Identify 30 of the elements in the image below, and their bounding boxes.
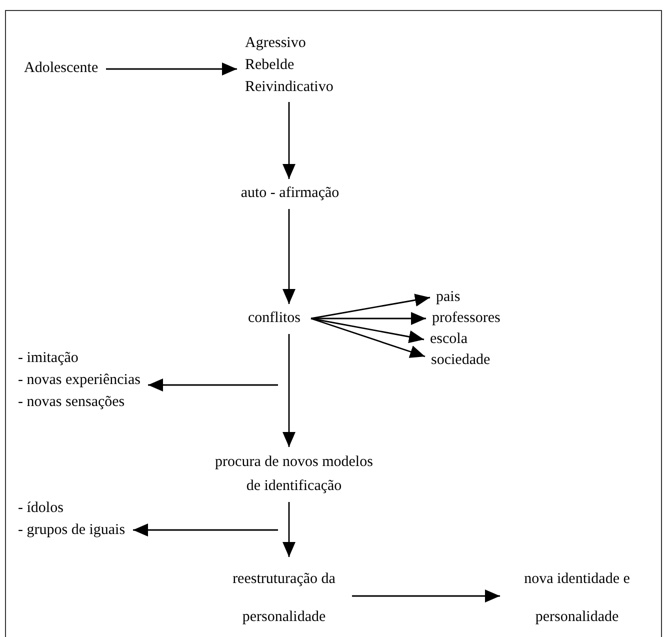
node-text: Adolescente <box>24 59 98 78</box>
node-text: - imitação <box>18 349 80 368</box>
node-text: - novas experiências <box>18 371 140 390</box>
arrow <box>310 294 430 320</box>
arrow <box>282 102 296 179</box>
arrow <box>133 524 278 536</box>
node-text: procura de novos modelos de identificação <box>214 453 374 496</box>
node-text: conflitos <box>248 309 300 328</box>
arrow <box>148 378 278 392</box>
node-text: Reivindicativo <box>245 78 334 97</box>
arrow <box>282 334 296 447</box>
node-text: - ídolos <box>18 499 64 518</box>
node-text: Rebelde <box>245 56 296 75</box>
node-text: pais <box>436 288 460 307</box>
arrow <box>311 312 426 325</box>
node-text: - grupos de iguais <box>18 521 126 540</box>
arrow <box>282 502 296 557</box>
arrow <box>282 209 296 304</box>
node-text: sociedade <box>431 351 490 370</box>
arrow <box>310 318 426 358</box>
arrow <box>352 590 500 602</box>
arrow <box>106 62 237 76</box>
arrow <box>310 318 424 344</box>
node-text: Agressivo <box>245 34 307 53</box>
node-text: escola <box>430 330 468 349</box>
node-text: auto - afirmação <box>240 184 340 203</box>
node-text: - novas sensações <box>18 393 126 412</box>
node-text: nova identidade e personalidade <box>523 570 631 627</box>
node-text: professores <box>432 309 500 328</box>
node-text: reestruturação da personalidade <box>232 570 336 627</box>
